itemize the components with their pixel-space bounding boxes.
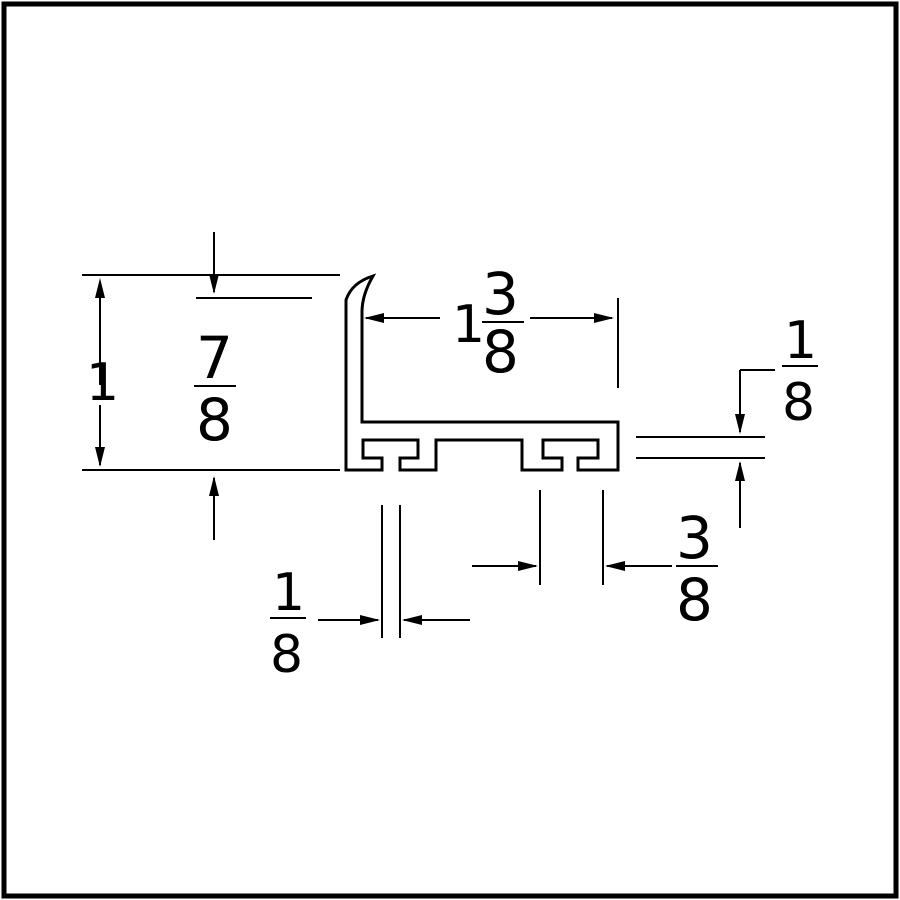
width-numerator: 3 [482,260,519,328]
slot-numerator: 3 [676,504,713,572]
thickness-dimension [636,369,775,528]
gap-denominator: 8 [270,625,303,685]
thickness-denominator: 8 [782,373,815,433]
thickness-numerator: 1 [784,311,817,371]
gap-numerator: 1 [272,563,305,623]
slot-width-dimension [472,490,672,585]
height-numerator: 7 [196,324,233,392]
height-dimension [82,232,340,540]
height-whole: 1 [86,353,119,413]
extrusion-profile [344,273,620,472]
height-denominator: 8 [196,386,233,454]
slot-gap-dimension [318,505,470,638]
width-whole: 1 [452,295,485,355]
width-dimension [364,298,619,388]
slot-denominator: 8 [676,566,713,634]
width-denominator: 8 [482,318,519,386]
